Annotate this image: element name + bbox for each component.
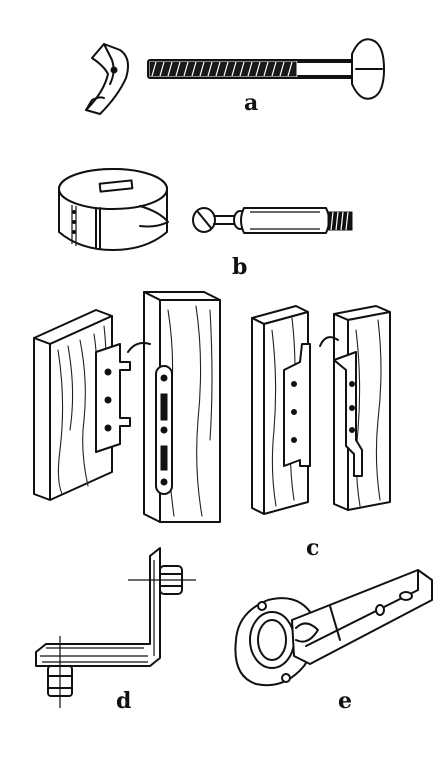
wood-panel-3 bbox=[251, 305, 311, 515]
hardware-c-group: c bbox=[33, 291, 391, 561]
round-cam-housing bbox=[58, 168, 169, 251]
connecting-bolt bbox=[192, 207, 353, 234]
top-stud bbox=[128, 565, 196, 595]
wood-panel-4 bbox=[319, 305, 391, 511]
threaded-bolt bbox=[147, 38, 385, 100]
hinge-arm bbox=[291, 569, 433, 665]
wood-panel-1 bbox=[33, 309, 131, 501]
label-a: a bbox=[244, 90, 258, 116]
hardware-b-group: b bbox=[58, 168, 353, 280]
angle-bracket bbox=[35, 547, 161, 667]
label-e: e bbox=[338, 688, 352, 714]
label-b: b bbox=[232, 254, 247, 280]
bottom-stud bbox=[47, 636, 73, 708]
wood-panel-2 bbox=[127, 291, 221, 523]
label-d: d bbox=[116, 688, 131, 714]
hardware-d-group: d bbox=[35, 547, 196, 714]
label-c: c bbox=[306, 535, 319, 561]
hardware-a-group: a bbox=[85, 38, 385, 116]
hardware-e-group: e bbox=[234, 569, 433, 714]
curved-cam-nut bbox=[85, 43, 129, 115]
